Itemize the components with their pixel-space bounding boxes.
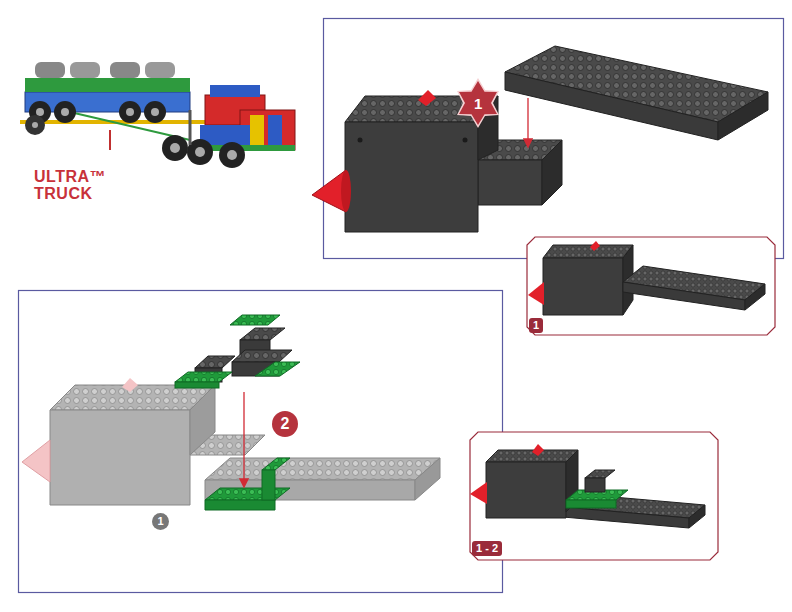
product-name: ULTRA™ TRUCK — [34, 168, 112, 202]
result-2-parts — [470, 444, 705, 528]
truck-thumbnail — [20, 62, 295, 168]
result-inset — [527, 237, 775, 335]
callout-star — [457, 78, 499, 128]
step-panel — [324, 19, 784, 259]
result-badge: 1 - 2 — [472, 541, 502, 556]
callout-star — [459, 81, 497, 125]
step-1-parts — [312, 46, 768, 232]
result-badge: 1 — [529, 318, 543, 333]
step-panel — [19, 291, 503, 593]
result-inset — [470, 432, 718, 560]
callout-number: 1 — [474, 96, 482, 111]
step-2-parts — [22, 315, 440, 510]
callout-number: 2 — [272, 411, 298, 437]
result-1-parts — [528, 241, 765, 315]
step-reference: 1 — [152, 513, 169, 530]
